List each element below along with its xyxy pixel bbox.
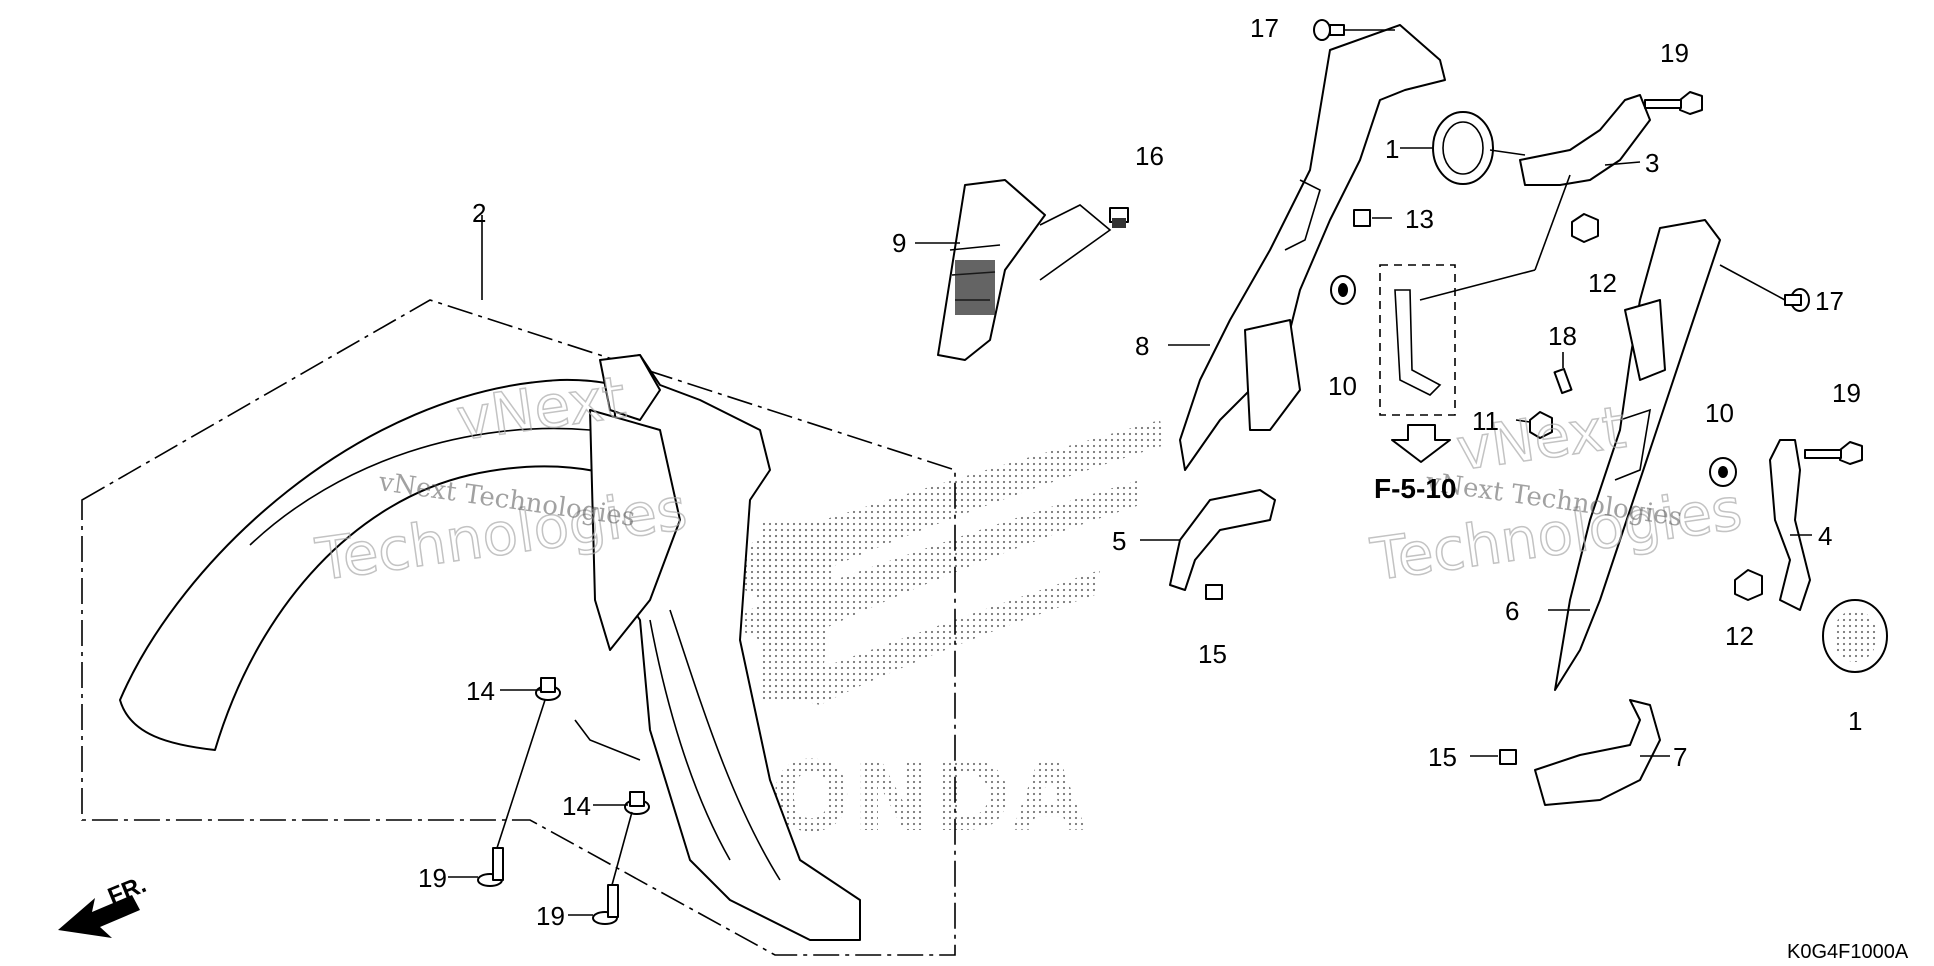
bolt-19d	[1804, 441, 1863, 465]
leader-9-16	[1039, 204, 1112, 281]
bolt-19c	[1644, 91, 1703, 115]
callout-11: 11	[1472, 406, 1499, 436]
callout-4: 4	[1818, 521, 1832, 551]
callout-19: 19	[1832, 378, 1861, 408]
reflector-1b	[1822, 599, 1888, 673]
callout-12: 12	[1725, 621, 1754, 651]
clip-15a	[1205, 584, 1223, 600]
callout-5: 5	[1112, 526, 1126, 556]
clip-15b	[1499, 749, 1517, 765]
callout-8: 8	[1135, 331, 1149, 361]
washer-14b	[624, 791, 650, 815]
direction-label: FR.	[104, 871, 150, 911]
callout-19: 19	[536, 901, 565, 931]
callout-14: 14	[562, 791, 591, 821]
grommet-10b	[1709, 457, 1737, 487]
reference-arrow	[1391, 424, 1451, 463]
callout-15: 15	[1428, 742, 1457, 772]
callout-16: 16	[1135, 141, 1164, 171]
callout-3: 3	[1645, 148, 1659, 178]
reflector-1a	[1432, 111, 1526, 185]
clip-16	[1109, 207, 1129, 228]
callout-19: 19	[1660, 38, 1689, 68]
callout-12: 12	[1588, 268, 1617, 298]
reference-label: F-5-10	[1374, 473, 1456, 504]
callout-6: 6	[1505, 596, 1519, 626]
washer-14a	[535, 677, 561, 701]
callout-leaders	[448, 147, 1812, 916]
drawing-code: K0G4F1000A	[1787, 941, 1909, 963]
callout-labels: 2 14 14 19 19 9 16 17 8 1 13 10 5 15 19 …	[418, 13, 1862, 931]
callout-7: 7	[1673, 742, 1687, 772]
nut-12a	[1571, 213, 1599, 243]
bracket-3	[1519, 94, 1651, 186]
callout-10: 10	[1705, 398, 1734, 428]
screw-17a	[1313, 19, 1345, 41]
group-boundary	[81, 299, 956, 956]
callout-1: 1	[1385, 134, 1399, 164]
grommet-10a	[1330, 275, 1356, 305]
callout-19: 19	[418, 863, 447, 893]
left-cover	[1179, 24, 1446, 471]
callout-1: 1	[1848, 706, 1862, 736]
bolt-19b	[592, 884, 619, 925]
reference-box	[1379, 264, 1456, 416]
callout-13: 13	[1405, 204, 1434, 234]
callout-17: 17	[1815, 286, 1844, 316]
bracket-4	[1769, 439, 1811, 611]
cover-part-5	[1169, 489, 1276, 591]
bolt-line-a	[496, 699, 546, 849]
front-emblem	[937, 179, 1046, 361]
callout-10: 10	[1328, 371, 1357, 401]
callout-14: 14	[466, 676, 495, 706]
right-cover	[1554, 219, 1721, 691]
leader-17b	[1719, 264, 1786, 301]
callout-15: 15	[1198, 639, 1227, 669]
leader-ref-3b	[1534, 174, 1571, 271]
clip-13	[1353, 209, 1371, 227]
front-fender	[119, 354, 861, 941]
bolt-line-b	[611, 811, 633, 886]
bolt-18	[1553, 367, 1573, 395]
bolt-19a	[477, 847, 504, 887]
front-direction-arrow: FR.	[58, 871, 150, 938]
callout-2: 2	[472, 198, 486, 228]
leader-ref-3	[1419, 269, 1536, 301]
cover-part-7	[1534, 699, 1661, 806]
callout-9: 9	[892, 228, 906, 258]
nut-11	[1529, 411, 1553, 439]
screw-17b	[1784, 288, 1810, 312]
callout-17: 17	[1250, 13, 1279, 43]
reference-bracket	[1394, 289, 1442, 396]
nut-12b	[1734, 569, 1763, 601]
callout-18: 18	[1548, 321, 1577, 351]
